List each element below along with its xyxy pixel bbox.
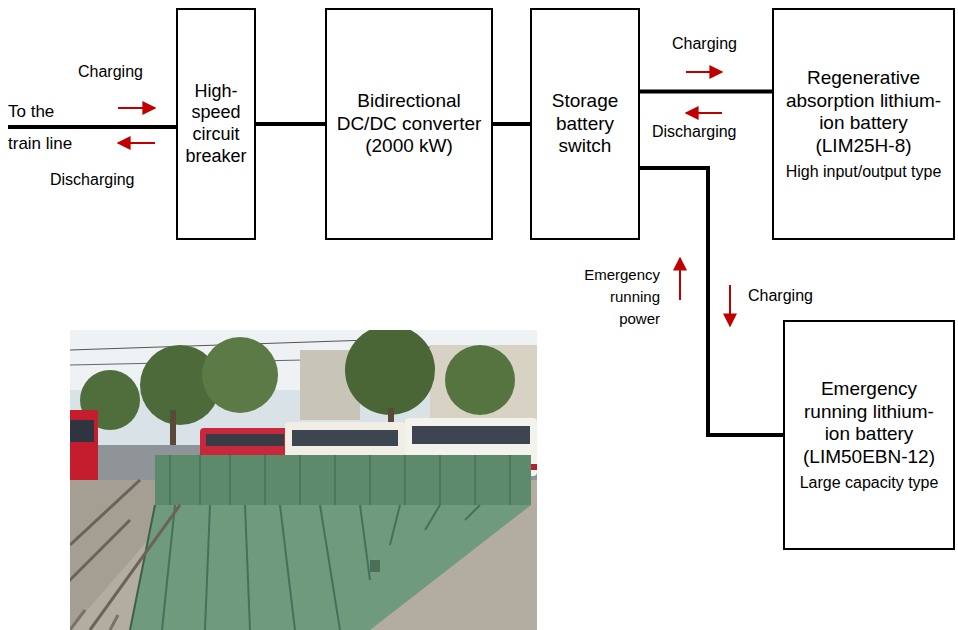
power-line xyxy=(640,90,772,94)
component-type: Large capacity type xyxy=(800,473,939,492)
component-name: Emergency running lithium-ion battery (L… xyxy=(793,378,945,469)
flow-arrow xyxy=(118,142,155,144)
component-box: Regenerative absorption lithium-ion batt… xyxy=(772,8,955,240)
installation-photo xyxy=(60,325,537,630)
component-box: High- speed circuit breaker xyxy=(176,8,256,240)
power-line xyxy=(493,122,530,126)
component-type: High input/output type xyxy=(786,162,942,181)
flow-arrow xyxy=(118,107,155,109)
flow-label: Charging xyxy=(78,62,143,81)
component-box: Bidirectional DC/DC converter (2000 kW) xyxy=(325,8,493,240)
component-name: Storage battery switch xyxy=(540,90,630,158)
flow-label: Charging xyxy=(748,286,813,305)
component-box: Emergency running lithium-ion battery (L… xyxy=(783,320,955,550)
flow-arrow xyxy=(679,258,681,300)
flow-label: Charging xyxy=(672,34,737,53)
flow-label: To the train line xyxy=(8,96,84,160)
flow-label: Discharging xyxy=(50,170,134,189)
flow-label: Discharging xyxy=(652,122,736,141)
component-name: Regenerative absorption lithium-ion batt… xyxy=(782,67,945,158)
train-line-wire xyxy=(8,125,178,129)
flow-label: Emergency running power xyxy=(570,264,660,330)
component-name: High- speed circuit breaker xyxy=(185,81,246,167)
power-line xyxy=(256,122,325,126)
component-name: Bidirectional DC/DC converter (2000 kW) xyxy=(335,90,483,158)
flow-arrow xyxy=(729,285,731,326)
flow-arrow xyxy=(686,112,722,114)
flow-arrow xyxy=(686,71,722,73)
component-box: Storage battery switch xyxy=(530,8,640,240)
